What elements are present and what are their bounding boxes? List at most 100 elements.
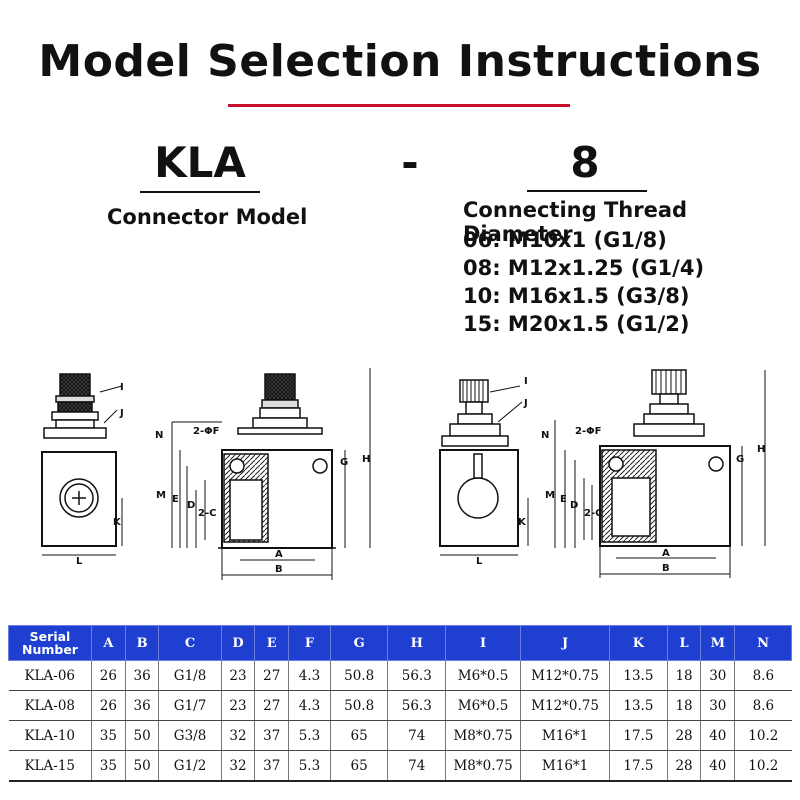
table-cell: 10.2 (734, 750, 792, 782)
label-N-right: N (541, 430, 549, 441)
header-col: J (520, 625, 611, 661)
table-cell: 36 (124, 690, 159, 721)
label-H-left: H (362, 454, 370, 465)
right-side-view (439, 379, 519, 547)
connector-model-caption: Connector Model (107, 205, 308, 229)
model-size: 8 (570, 138, 600, 187)
table-cell: 35 (91, 750, 126, 782)
label-2C-left: 2-C (198, 508, 216, 519)
table-cell: 50.8 (329, 690, 388, 721)
left-front-view (218, 373, 336, 549)
table-cell: 23 (220, 690, 255, 721)
table-cell: 36 (124, 660, 159, 691)
label-I-left: I (120, 382, 124, 393)
table-cell: 40 (700, 720, 735, 751)
table-cell: 27 (254, 690, 289, 721)
table-cell: M6*0.5 (445, 660, 521, 691)
table-cell: G1/8 (158, 660, 222, 691)
body-left-side (41, 451, 117, 547)
size-option: 08: M12x1.25 (G1/4) (463, 256, 705, 280)
table-cell: 32 (220, 750, 255, 782)
table-cell: G3/8 (158, 720, 222, 751)
header-col: M (700, 625, 736, 661)
label-D-left: D (187, 500, 195, 511)
table-cell: G1/7 (158, 690, 222, 721)
table-cell: 26 (91, 660, 126, 691)
technical-drawings: I J K L N M E D (41, 368, 766, 580)
label-A-right: A (662, 548, 670, 559)
table-cell: M12*0.75 (520, 660, 610, 691)
label-B-right: B (662, 563, 670, 574)
header-col: H (387, 625, 447, 661)
title-underline (228, 104, 570, 107)
table-cell: 50 (124, 750, 159, 782)
header-col: B (124, 625, 160, 661)
table-cell: 30 (700, 660, 735, 691)
table-cell: 18 (666, 690, 701, 721)
header-col: A (91, 625, 126, 661)
table-cell: 37 (254, 720, 289, 751)
table-cell: KLA-06 (8, 660, 92, 691)
table-cell: M8*0.75 (445, 720, 521, 751)
table-cell: 30 (700, 690, 735, 721)
table-cell: KLA-15 (8, 750, 92, 782)
model-size-underline (527, 190, 647, 192)
header-col: I (445, 625, 522, 661)
label-A-left: A (275, 549, 283, 560)
label-2C-right: 2-C (584, 508, 602, 519)
table-cell: 10.2 (734, 720, 792, 751)
table-cell: 28 (666, 750, 701, 782)
spec-table-header: Serial Number A B C D E F G H I J K L M … (8, 625, 792, 661)
size-option: 06: M10x1 (G1/8) (463, 228, 667, 252)
model-separator: - (401, 138, 419, 187)
header-col: K (609, 625, 668, 661)
label-M-right: M (545, 490, 555, 501)
label-G-right: G (736, 454, 744, 465)
table-cell: 28 (666, 720, 701, 751)
table-cell: 65 (329, 720, 388, 751)
header-col: D (220, 625, 256, 661)
table-cell: 13.5 (609, 690, 668, 721)
table-cell: M12*0.75 (520, 690, 610, 721)
header-col: L (666, 625, 702, 661)
table-cell: 17.5 (609, 750, 668, 782)
table-cell: 32 (220, 720, 255, 751)
label-E-right: E (560, 494, 567, 505)
header-col: C (158, 625, 222, 661)
table-cell: M8*0.75 (445, 750, 521, 782)
table-cell: 50.8 (329, 660, 388, 691)
size-option: 15: M20x1.5 (G1/2) (463, 312, 690, 336)
label-K-left: K (113, 517, 122, 528)
label-L-right: L (476, 556, 483, 567)
table-cell: 26 (91, 690, 126, 721)
table-cell: 56.3 (387, 690, 446, 721)
table-cell: M16*1 (520, 720, 610, 751)
table-cell: 50 (124, 720, 159, 751)
table-cell: 4.3 (288, 690, 331, 721)
label-D-right: D (570, 500, 578, 511)
size-option: 10: M16x1.5 (G3/8) (463, 284, 690, 308)
right-front-view (599, 369, 731, 547)
left-side-view (41, 373, 118, 547)
table-cell: 65 (329, 750, 388, 782)
label-I-right: I (524, 376, 528, 387)
table-cell: M16*1 (520, 750, 610, 782)
spec-table: Serial Number A B C D E F G H I J K L M … (8, 625, 792, 782)
model-prefix: KLA (154, 138, 246, 187)
label-2F-right: 2-ΦF (575, 426, 601, 437)
table-cell: 27 (254, 660, 289, 691)
table-cell: 23 (220, 660, 255, 691)
table-cell: KLA-10 (8, 720, 92, 751)
table-cell: 8.6 (734, 660, 792, 691)
label-H-right: H (757, 444, 765, 455)
header-col: E (254, 625, 290, 661)
header-col: N (734, 625, 792, 661)
table-cell: 8.6 (734, 690, 792, 721)
table-cell: M6*0.5 (445, 690, 521, 721)
header-col: F (288, 625, 331, 661)
table-cell: 74 (387, 750, 446, 782)
label-M-left: M (156, 490, 166, 501)
table-cell: 5.3 (288, 720, 331, 751)
